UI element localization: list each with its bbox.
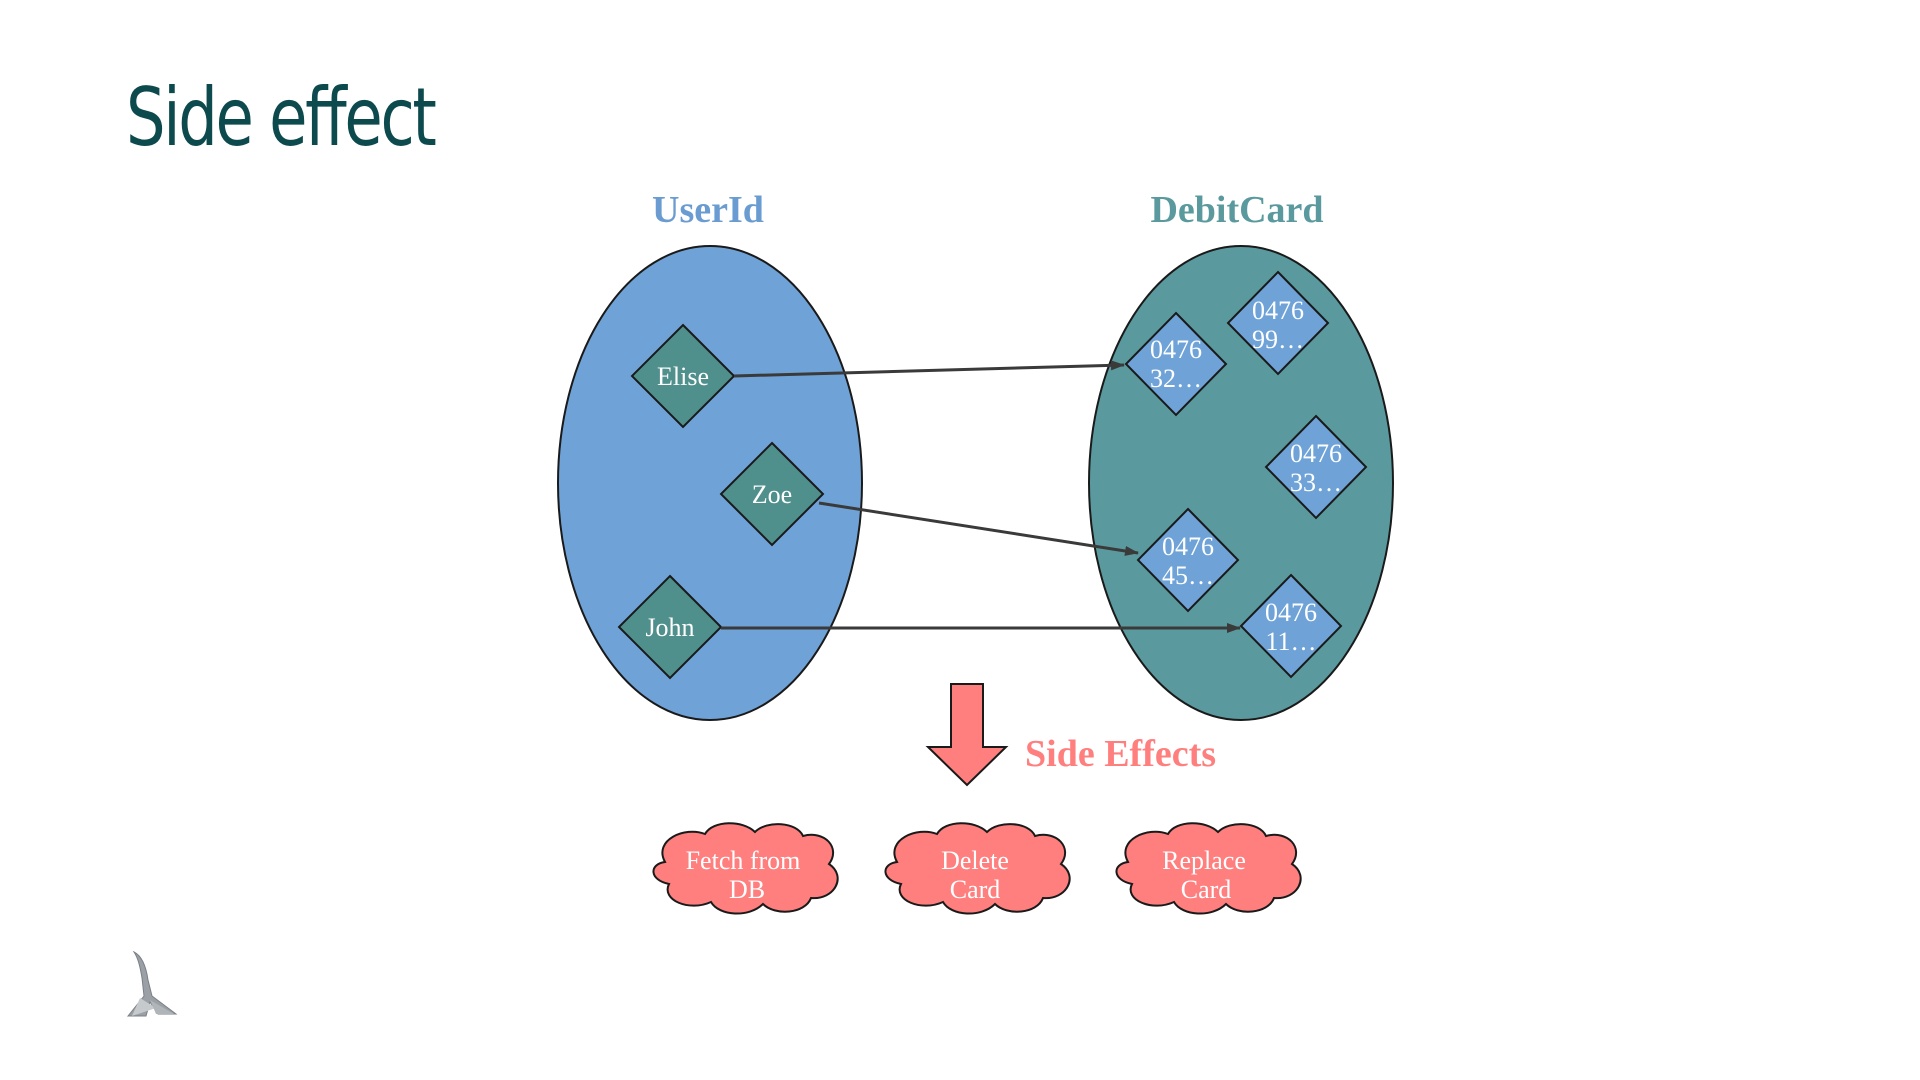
card-node-99: 0476 99… [1226, 270, 1330, 376]
card-node-line2: 11… [1265, 627, 1316, 656]
user-node-zoe: Zoe [719, 441, 825, 547]
card-node-33: 0476 33… [1264, 414, 1368, 520]
crane-logo-icon [126, 950, 178, 1017]
card-node-line2: 45… [1162, 561, 1214, 590]
card-node-line1: 0476 [1162, 532, 1214, 561]
card-node-line2: 32… [1150, 364, 1202, 393]
card-node-line1: 0476 [1150, 335, 1202, 364]
card-node-line1: 0476 [1290, 439, 1342, 468]
card-node-32: 0476 32… [1124, 311, 1228, 417]
debitcard-set-label: DebitCard [1150, 189, 1323, 231]
side-effect-delete-card: Delete Card [884, 822, 1071, 915]
card-node-line1: 0476 [1265, 598, 1317, 627]
user-node-label: Zoe [752, 480, 792, 509]
user-node-elise: Elise [630, 323, 736, 429]
cloud-line1: Replace [1162, 846, 1246, 875]
cloud-line2: Card [950, 875, 1001, 904]
side-effect-fetch-from-db: Fetch from DB [652, 822, 839, 915]
cloud-line1: Fetch from [686, 846, 801, 875]
card-node-line2: 33… [1290, 468, 1342, 497]
mapping-arrow-zoe [818, 501, 1139, 556]
card-node-45: 0476 45… [1136, 507, 1240, 613]
cloud-line1: Delete [941, 846, 1009, 875]
userid-set-label: UserId [652, 189, 764, 231]
user-node-label: Elise [657, 362, 709, 391]
userid-set [557, 245, 863, 721]
card-node-line1: 0476 [1252, 296, 1304, 325]
mapping-arrow-elise [733, 360, 1125, 378]
side-effect-replace-card: Replace Card [1115, 822, 1302, 915]
card-node-line2: 99… [1252, 325, 1304, 354]
side-effects-arrow [925, 683, 1009, 787]
cloud-shape [884, 822, 1071, 915]
card-node-11: 0476 11… [1239, 573, 1343, 679]
cloud-shape [1115, 822, 1302, 915]
user-node-label: John [645, 613, 694, 642]
user-node-john: John [617, 574, 723, 680]
slide-title: Side effect [126, 71, 437, 164]
cloud-shape [652, 822, 839, 915]
side-effects-label: Side Effects [1025, 733, 1216, 775]
cloud-line2: Card [1181, 875, 1232, 904]
cloud-line2: DB [729, 875, 765, 904]
